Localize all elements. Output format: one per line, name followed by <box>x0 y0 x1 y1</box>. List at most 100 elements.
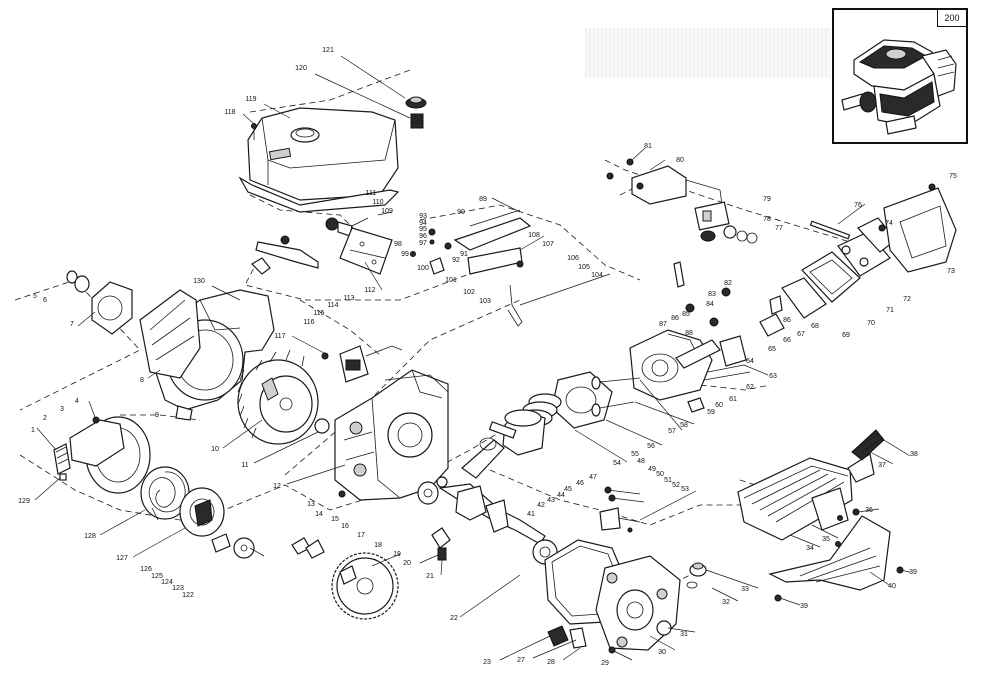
crankcase-cover <box>544 539 681 661</box>
part-number-label: 85 <box>682 311 690 318</box>
part-number-label: 27 <box>517 657 525 664</box>
part-number-label: 108 <box>528 232 540 239</box>
part-number-label: 97 <box>419 240 427 247</box>
part-number-label: 120 <box>295 65 307 72</box>
intake-gasket <box>781 277 827 319</box>
part-number-label: 5 <box>33 293 37 300</box>
part-number-label: 36 <box>865 507 873 514</box>
part-number-label: 21 <box>426 573 434 580</box>
part-number-label: 50 <box>656 471 664 478</box>
part-number-label: 1 <box>31 427 35 434</box>
part-number-label: 105 <box>578 264 590 271</box>
part-number-label: 54 <box>613 460 621 467</box>
part-number-label: 30 <box>658 649 666 656</box>
part-number-label: 17 <box>357 532 365 539</box>
part-number-label: 77 <box>775 225 783 232</box>
part-number-label: 43 <box>547 497 555 504</box>
flywheel <box>237 349 319 445</box>
part-number-label: 100 <box>417 265 429 272</box>
air-filter <box>801 183 957 303</box>
part-number-label: 82 <box>724 280 732 287</box>
inset-part-number: 200 <box>937 10 966 27</box>
part-number-label: 47 <box>589 474 597 481</box>
engine-inset: 200 <box>832 8 968 144</box>
part-number-label: 122 <box>182 592 194 599</box>
part-number-label: 119 <box>245 96 256 103</box>
part-number-label: 37 <box>878 462 886 469</box>
part-number-label: 123 <box>172 585 184 592</box>
part-number-label: 126 <box>140 566 152 573</box>
part-number-label: 96 <box>419 233 427 240</box>
part-number-label: 6 <box>43 297 47 304</box>
part-number-label: 8 <box>140 377 144 384</box>
governor-arm <box>431 527 451 561</box>
part-number-label: 44 <box>557 492 565 499</box>
carburetor <box>606 158 851 244</box>
part-number-label: 61 <box>729 396 737 403</box>
part-number-label: 106 <box>567 255 579 262</box>
rod-bolts <box>604 486 645 503</box>
part-number-label: 33 <box>741 586 749 593</box>
part-number-label: 69 <box>842 332 850 339</box>
part-number-label: 92 <box>452 257 460 264</box>
part-number-label: 79 <box>763 196 771 203</box>
part-number-label: 113 <box>343 295 354 302</box>
part-number-label: 121 <box>322 47 334 54</box>
part-number-label: 117 <box>274 333 285 340</box>
part-number-label: 75 <box>949 173 957 180</box>
part-number-label: 20 <box>403 560 411 567</box>
part-number-label: 81 <box>644 143 652 150</box>
part-number-label: 111 <box>366 190 377 197</box>
part-number-label: 67 <box>797 331 805 338</box>
part-number-label: 98 <box>394 241 402 248</box>
part-number-label: 12 <box>273 483 281 490</box>
part-number-label: 125 <box>151 573 163 580</box>
part-number-label: 53 <box>681 486 689 493</box>
part-number-label: 49 <box>648 466 656 473</box>
part-number-label: 72 <box>903 296 911 303</box>
part-number-label: 39 <box>909 569 917 576</box>
part-number-label: 103 <box>479 298 491 305</box>
governor-linkage <box>377 209 532 327</box>
part-number-label: 51 <box>664 477 672 484</box>
piston-assembly <box>461 393 562 479</box>
oil-plug <box>686 562 707 589</box>
part-number-label: 52 <box>672 482 680 489</box>
part-number-label: 116 <box>303 319 314 326</box>
part-number-label: 48 <box>637 458 645 465</box>
part-number-label: 127 <box>116 555 128 562</box>
part-number-label: 74 <box>885 220 893 227</box>
part-number-label: 31 <box>680 631 688 638</box>
part-number-label: 14 <box>315 511 323 518</box>
part-number-label: 23 <box>483 659 491 666</box>
engine-illustration <box>841 39 957 135</box>
part-number-label: 16 <box>341 523 349 530</box>
part-number-label: 86 <box>783 317 791 324</box>
part-number-label: 60 <box>715 402 723 409</box>
part-number-label: 102 <box>463 289 475 296</box>
part-number-label: 63 <box>769 373 777 380</box>
linkage-plate <box>251 235 319 275</box>
part-number-label: 39 <box>800 603 808 610</box>
fuel-tank <box>238 107 400 213</box>
part-number-label: 87 <box>659 321 667 328</box>
part-number-label: 95 <box>419 226 427 233</box>
part-number-label: 57 <box>668 428 676 435</box>
part-number-label: 88 <box>685 330 693 337</box>
ratchet-parts <box>211 533 265 559</box>
part-number-label: 130 <box>193 278 205 285</box>
part-number-label: 89 <box>479 196 487 203</box>
crankcase-fittings <box>291 476 448 559</box>
part-number-label: 32 <box>722 599 730 606</box>
part-number-label: 128 <box>84 533 96 540</box>
part-number-label: 73 <box>947 268 955 275</box>
part-number-label: 15 <box>331 516 339 523</box>
part-number-label: 29 <box>601 660 609 667</box>
part-number-label: 80 <box>676 157 684 164</box>
part-number-label: 18 <box>374 542 382 549</box>
part-number-label: 94 <box>419 220 427 227</box>
part-number-label: 90 <box>457 209 465 216</box>
part-number-label: 11 <box>241 462 248 469</box>
